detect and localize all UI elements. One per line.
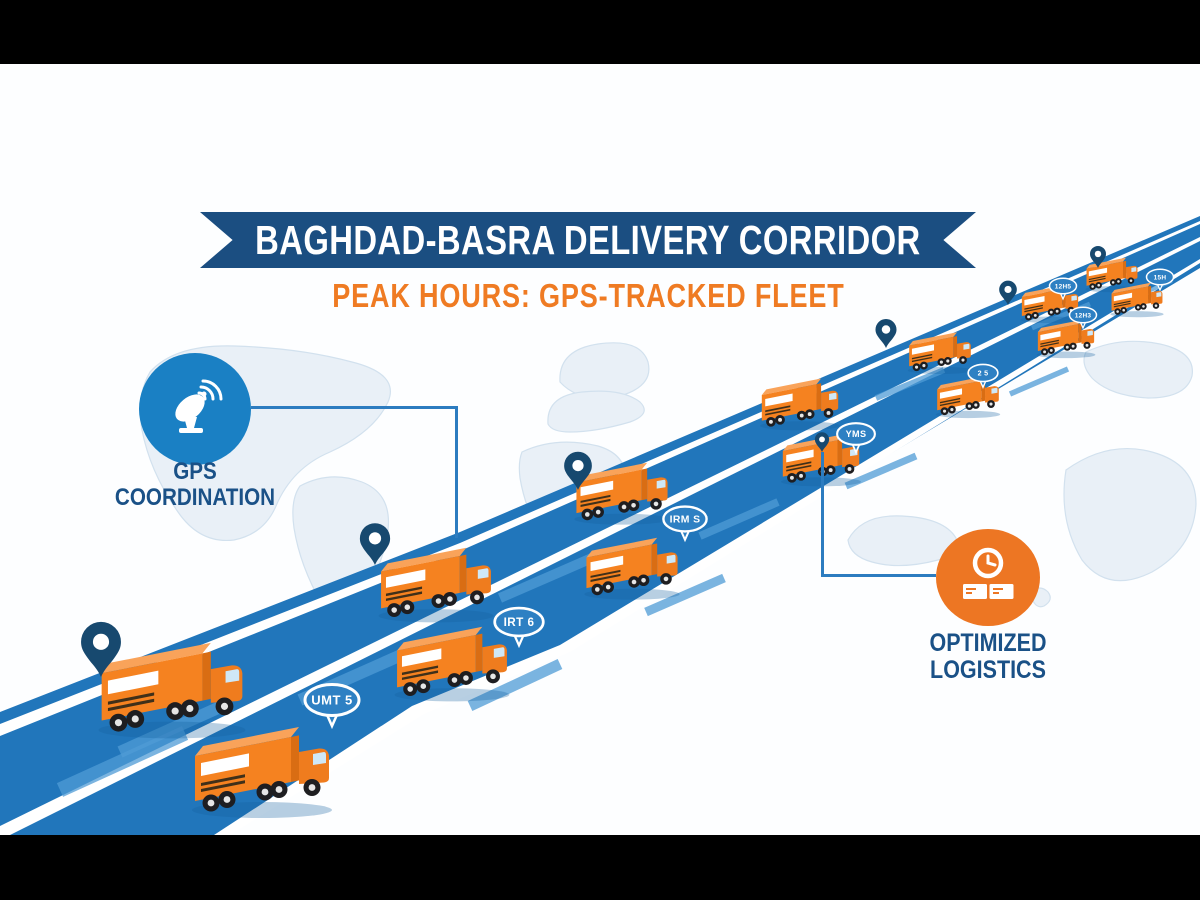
- fleet-badge-label: IRT 6: [504, 616, 535, 629]
- fleet-badge-label: IRM S: [670, 515, 701, 526]
- gps-connector-horizontal: [251, 406, 457, 409]
- gps-label-line1: GPS: [173, 458, 217, 485]
- scene-graphic: UMT 5 IRT 6 IRM S YMS 2 5: [0, 216, 1200, 835]
- fleet-badge-label: 12H5: [1055, 283, 1072, 290]
- satellite-dish-icon: [175, 379, 223, 433]
- lane-marking-top-edge: [0, 221, 1200, 736]
- fleet-badge: IRT 6: [493, 606, 545, 649]
- letterbox-bar-top: [0, 0, 1200, 64]
- clock-cargo-icon: [963, 547, 1014, 599]
- fleet-badge: IRM S: [662, 505, 708, 543]
- fleet-badge-label: 12H3: [1075, 312, 1092, 319]
- gps-coordination-label: GPS COORDINATION: [20, 459, 370, 511]
- logistics-connector-horizontal: [821, 574, 936, 577]
- fleet-badge-label: UMT 5: [311, 693, 353, 708]
- fleet-badge-label: 2 5: [978, 369, 989, 377]
- fleet-badge-label: 15H: [1154, 274, 1167, 281]
- location-pin-icon: [875, 319, 897, 348]
- gps-label-line2: COORDINATION: [114, 483, 276, 511]
- fleet-badge-label: YMS: [846, 429, 867, 439]
- optimized-logistics-circle: [936, 529, 1040, 626]
- subtitle-block: PEAK HOURS: GPS-TRACKED FLEET: [240, 277, 936, 315]
- optimized-logistics-label: OPTIMIZED LOGISTICS: [813, 630, 1163, 684]
- gps-coordination-circle: [139, 353, 251, 465]
- fleet-badge: 12H5: [1048, 277, 1078, 301]
- fleet-badge: UMT 5: [303, 683, 361, 730]
- logistics-label-line2: LOGISTICS: [930, 656, 1046, 684]
- page-subtitle: PEAK HOURS: GPS-TRACKED FLEET: [331, 277, 845, 314]
- fleet-badge: 12H3: [1068, 306, 1098, 330]
- fleet-badge: 2 5: [967, 363, 999, 389]
- logistics-label-line1: OPTIMIZED: [929, 629, 1047, 657]
- title-ribbon: BAGHDAD-BASRA DELIVERY CORRIDOR: [200, 212, 976, 268]
- illustration-stage: UMT 5 IRT 6 IRM S YMS 2 5: [0, 64, 1200, 835]
- fleet-badge: YMS: [836, 422, 876, 455]
- lane-marking-center: [0, 237, 1200, 835]
- fleet-badge: 15H: [1145, 268, 1175, 292]
- logistics-connector-vertical: [821, 452, 824, 577]
- gps-connector-vertical: [455, 406, 458, 538]
- letterbox-bar-bottom: [0, 835, 1200, 900]
- page-title: BAGHDAD-BASRA DELIVERY CORRIDOR: [255, 216, 921, 263]
- fleet-id-badges: UMT 5 IRT 6 IRM S YMS 2 5: [303, 268, 1175, 730]
